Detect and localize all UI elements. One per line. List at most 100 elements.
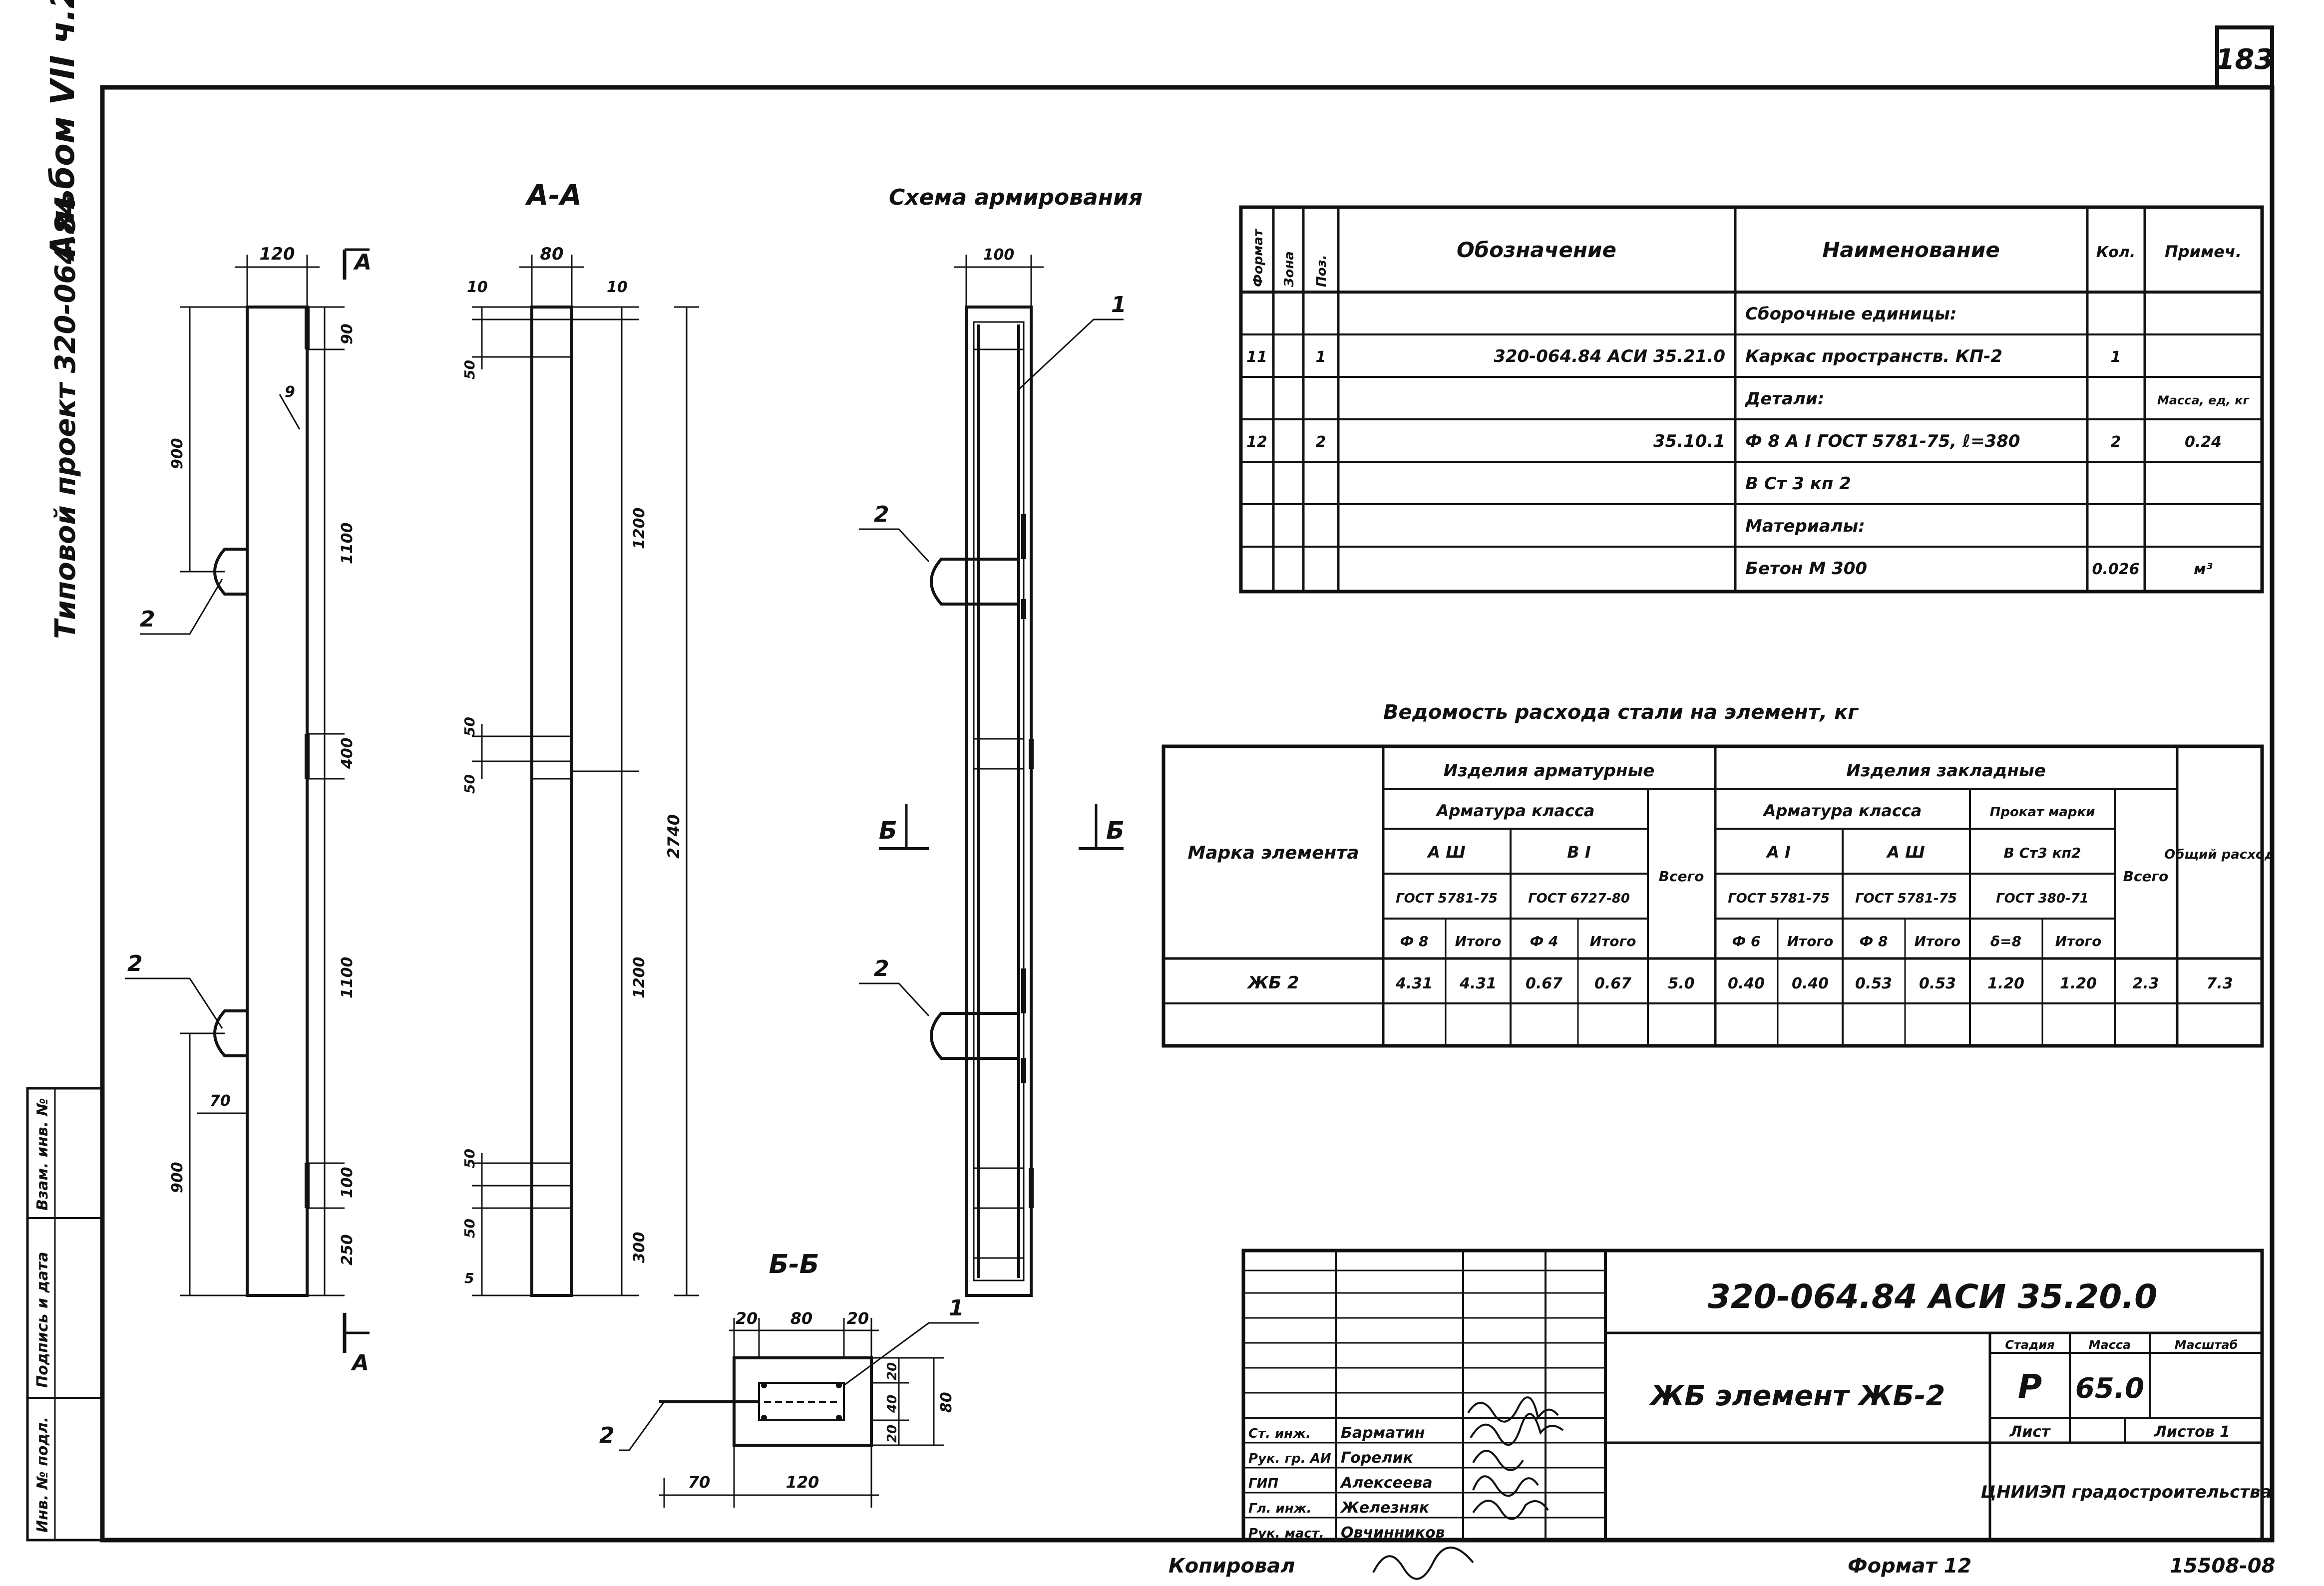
stamp-sheets: Листов 1 (2154, 1423, 2230, 1441)
page-number: 183 (2216, 43, 2274, 76)
steel-h-vsego-2: Всего (2123, 868, 2169, 885)
dim-bb-20d: 20 (885, 1425, 900, 1443)
steel-cell: ЖБ 2 (1246, 973, 1299, 993)
footer-format: Формат 12 (1848, 1555, 1971, 1578)
spec-cell: 12 (1246, 433, 1267, 451)
specification-table: Формат Зона Поз. Обозначение Наименовани… (1239, 205, 2264, 594)
steel-h-gost-5: ГОСТ 380-71 (1996, 891, 2089, 906)
cut-a-bottom: А (351, 1350, 369, 1376)
steel-cell: 4.31 (1459, 975, 1497, 992)
side-stamp-replace: Взам. инв. № (34, 1098, 51, 1211)
steel-h-vst: В Ст3 кп2 (2004, 845, 2081, 861)
dim-bb-20a: 20 (736, 1309, 758, 1328)
dim-aa-width: 80 (540, 244, 563, 264)
steel-subheader: Ф 8 (1400, 933, 1429, 950)
steel-h-gost-1: ГОСТ 5781-75 (1396, 891, 1498, 906)
steel-cell: 0.67 (1526, 975, 1562, 992)
leader-2-scheme-top: 2 (874, 502, 889, 527)
steel-subheader: Ф 6 (1732, 933, 1761, 950)
dim-aa-10a: 10 (467, 279, 488, 296)
spec-cell: 2 (1316, 433, 1326, 451)
leader-2-scheme-bottom: 2 (874, 956, 889, 981)
dim-left-width: 120 (260, 244, 295, 264)
steel-h-a3-1: А Ш (1426, 843, 1465, 862)
stamp-mass-header: Масса (2089, 1338, 2131, 1352)
stamp-name: ЖБ элемент ЖБ-2 (1648, 1380, 1945, 1412)
dim-aa-50b: 50 (461, 717, 478, 736)
stamp-role: Ст. инж. (1248, 1426, 1311, 1441)
dim-left-1100b: 1100 (339, 957, 356, 999)
dim-left-1100a: 1100 (339, 523, 356, 565)
dim-left-9: 9 (285, 383, 295, 401)
dim-aa-50e: 50 (461, 1219, 478, 1238)
steel-statement: Ведомость расхода стали на элемент, кг М… (1162, 701, 2275, 1048)
side-stamp-sign: Подпись и дата (34, 1252, 51, 1388)
steel-subheader: δ=8 (1990, 933, 2021, 950)
front-view: 120 90 1100 400 1100 100 250 900 900 70 … (125, 244, 372, 1376)
steel-cell: 0.40 (1728, 975, 1765, 992)
stamp-person: Барматин (1341, 1424, 1425, 1442)
stamp-role: ГИП (1248, 1476, 1278, 1491)
steel-subheader: Итого (1915, 933, 1961, 950)
stamp-role: Рук. гр. АИ (1248, 1451, 1331, 1466)
dim-left-400: 400 (339, 737, 356, 769)
steel-subheader: Ф 8 (1860, 933, 1888, 950)
steel-h-embedded: Изделия закладные (1846, 761, 2046, 781)
dim-bb-80v: 80 (938, 1392, 955, 1413)
dim-aa-50a: 50 (461, 360, 478, 379)
spec-cell: Каркас пространств. КП-2 (1745, 346, 2002, 366)
steel-subheader: Итого (1590, 933, 1636, 950)
stamp-person: Горелик (1341, 1449, 1414, 1467)
project-label: Типовой проект 320-064.84 (49, 195, 82, 639)
stamp-sheet: Лист (2009, 1423, 2051, 1441)
steel-subheader: Итого (1787, 933, 1834, 950)
dim-left-900-top: 900 (169, 438, 186, 469)
steel-cell: 1.20 (2060, 975, 2097, 992)
leader-2-bb: 2 (599, 1423, 615, 1448)
section-bb: Б-Б 20 80 20 70 120 20 40 20 80 (599, 1250, 979, 1508)
steel-h-vsego-1: Всего (1659, 868, 1704, 885)
spec-cell: Сборочные единицы: (1745, 304, 1956, 324)
steel-cell: 0.40 (1792, 975, 1829, 992)
spec-cell: 0.026 (2092, 561, 2140, 578)
stamp-org: ЦНИИЭП градостроительства (1981, 1482, 2272, 1502)
spec-header-qty: Кол. (2096, 244, 2136, 261)
leader-2-top: 2 (140, 607, 155, 632)
leader-2-bottom: 2 (127, 951, 143, 976)
dim-left-70: 70 (210, 1092, 231, 1110)
steel-h-rebar-class-1: Арматура класса (1435, 801, 1595, 820)
stamp-person: Алексеева (1340, 1474, 1433, 1492)
spec-cell: м³ (2194, 561, 2213, 578)
steel-h-gost-3: ГОСТ 5781-75 (1728, 891, 1830, 906)
leader-1-scheme: 1 (1111, 292, 1127, 317)
steel-h-rebar-products: Изделия арматурные (1444, 761, 1655, 781)
steel-h-a3-2: А Ш (1886, 843, 1925, 862)
dim-aa-1200b: 1200 (631, 957, 648, 999)
stamp-code: 320-064.84 АСИ 35.20.0 (1708, 1277, 2157, 1316)
dim-bb-70: 70 (688, 1473, 711, 1492)
dim-scheme-width: 100 (983, 246, 1015, 264)
steel-cell: 0.53 (1919, 975, 1956, 992)
steel-subheader: Ф 4 (1530, 933, 1558, 950)
steel-h-gost-4: ГОСТ 5781-75 (1855, 891, 1957, 906)
spec-cell: 1 (1316, 348, 1326, 366)
spec-header-name: Наименование (1822, 238, 1999, 262)
steel-cell: 1.20 (1987, 975, 2024, 992)
section-aa: А-А 80 10 1200 1200 300 2740 10 (461, 179, 699, 1297)
spec-cell: Детали: (1745, 389, 1824, 409)
steel-h-rolled: Прокат марки (1990, 805, 2095, 820)
dim-left-90: 90 (339, 323, 356, 344)
dim-aa-2740: 2740 (664, 814, 683, 859)
steel-h-b1: В I (1567, 843, 1591, 862)
stamp-stage-header: Стадия (2005, 1338, 2054, 1352)
steel-subheader: Итого (2055, 933, 2102, 950)
spec-cell: Ф 8 А I ГОСТ 5781-75, ℓ=380 (1745, 431, 2020, 451)
footer-code: 15508-08 (2170, 1555, 2275, 1578)
dim-bb-20c: 20 (885, 1362, 900, 1380)
footer-copied: Копировал (1168, 1555, 1295, 1578)
spec-header-note: Примеч. (2165, 242, 2242, 261)
dim-bb-120: 120 (786, 1473, 819, 1492)
dim-left-250: 250 (339, 1234, 356, 1266)
signatures (1372, 1396, 1564, 1580)
steel-cell: 0.53 (1855, 975, 1892, 992)
